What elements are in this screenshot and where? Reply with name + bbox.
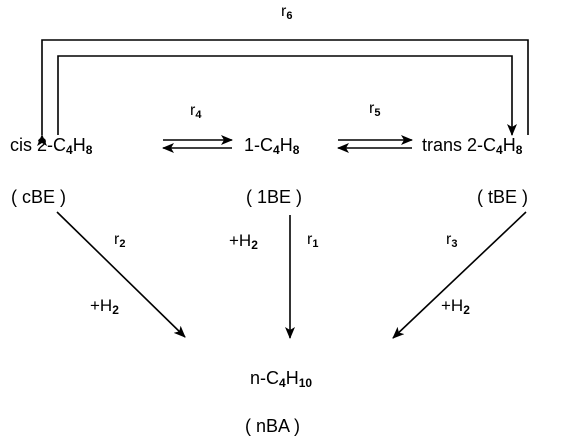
rate-label-r5: r5 xyxy=(369,100,381,119)
rate-label-r6: r6 xyxy=(281,3,293,22)
r2-arrow xyxy=(56,211,186,338)
hydrogen-label-r1: +H2 xyxy=(229,231,258,252)
abbr-cbe: ( cBE ) xyxy=(11,187,67,207)
species-cis-2-butene: cis 2-C4H8 xyxy=(10,135,93,157)
hydrogen-label-r2: +H2 xyxy=(90,296,119,317)
r6-loop-outer xyxy=(37,39,529,146)
abbr-nba: ( nBA ) xyxy=(245,416,301,436)
species-trans-2-butene: trans 2-C4H8 xyxy=(422,135,523,157)
r6-loop-inner xyxy=(57,55,517,136)
r3-arrow xyxy=(392,211,527,339)
species-1-butene: 1-C4H8 xyxy=(244,135,300,157)
abbr-1be: ( 1BE ) xyxy=(246,187,303,207)
rate-label-r3: r3 xyxy=(446,231,458,250)
rate-label-r2: r2 xyxy=(114,231,126,250)
hydrogen-label-r3: +H2 xyxy=(441,296,470,317)
abbr-tbe: ( tBE ) xyxy=(477,187,529,207)
rate-label-r1: r1 xyxy=(307,231,319,250)
species-n-butane: n-C4H10 xyxy=(250,368,313,390)
rate-label-r4: r4 xyxy=(190,102,202,121)
